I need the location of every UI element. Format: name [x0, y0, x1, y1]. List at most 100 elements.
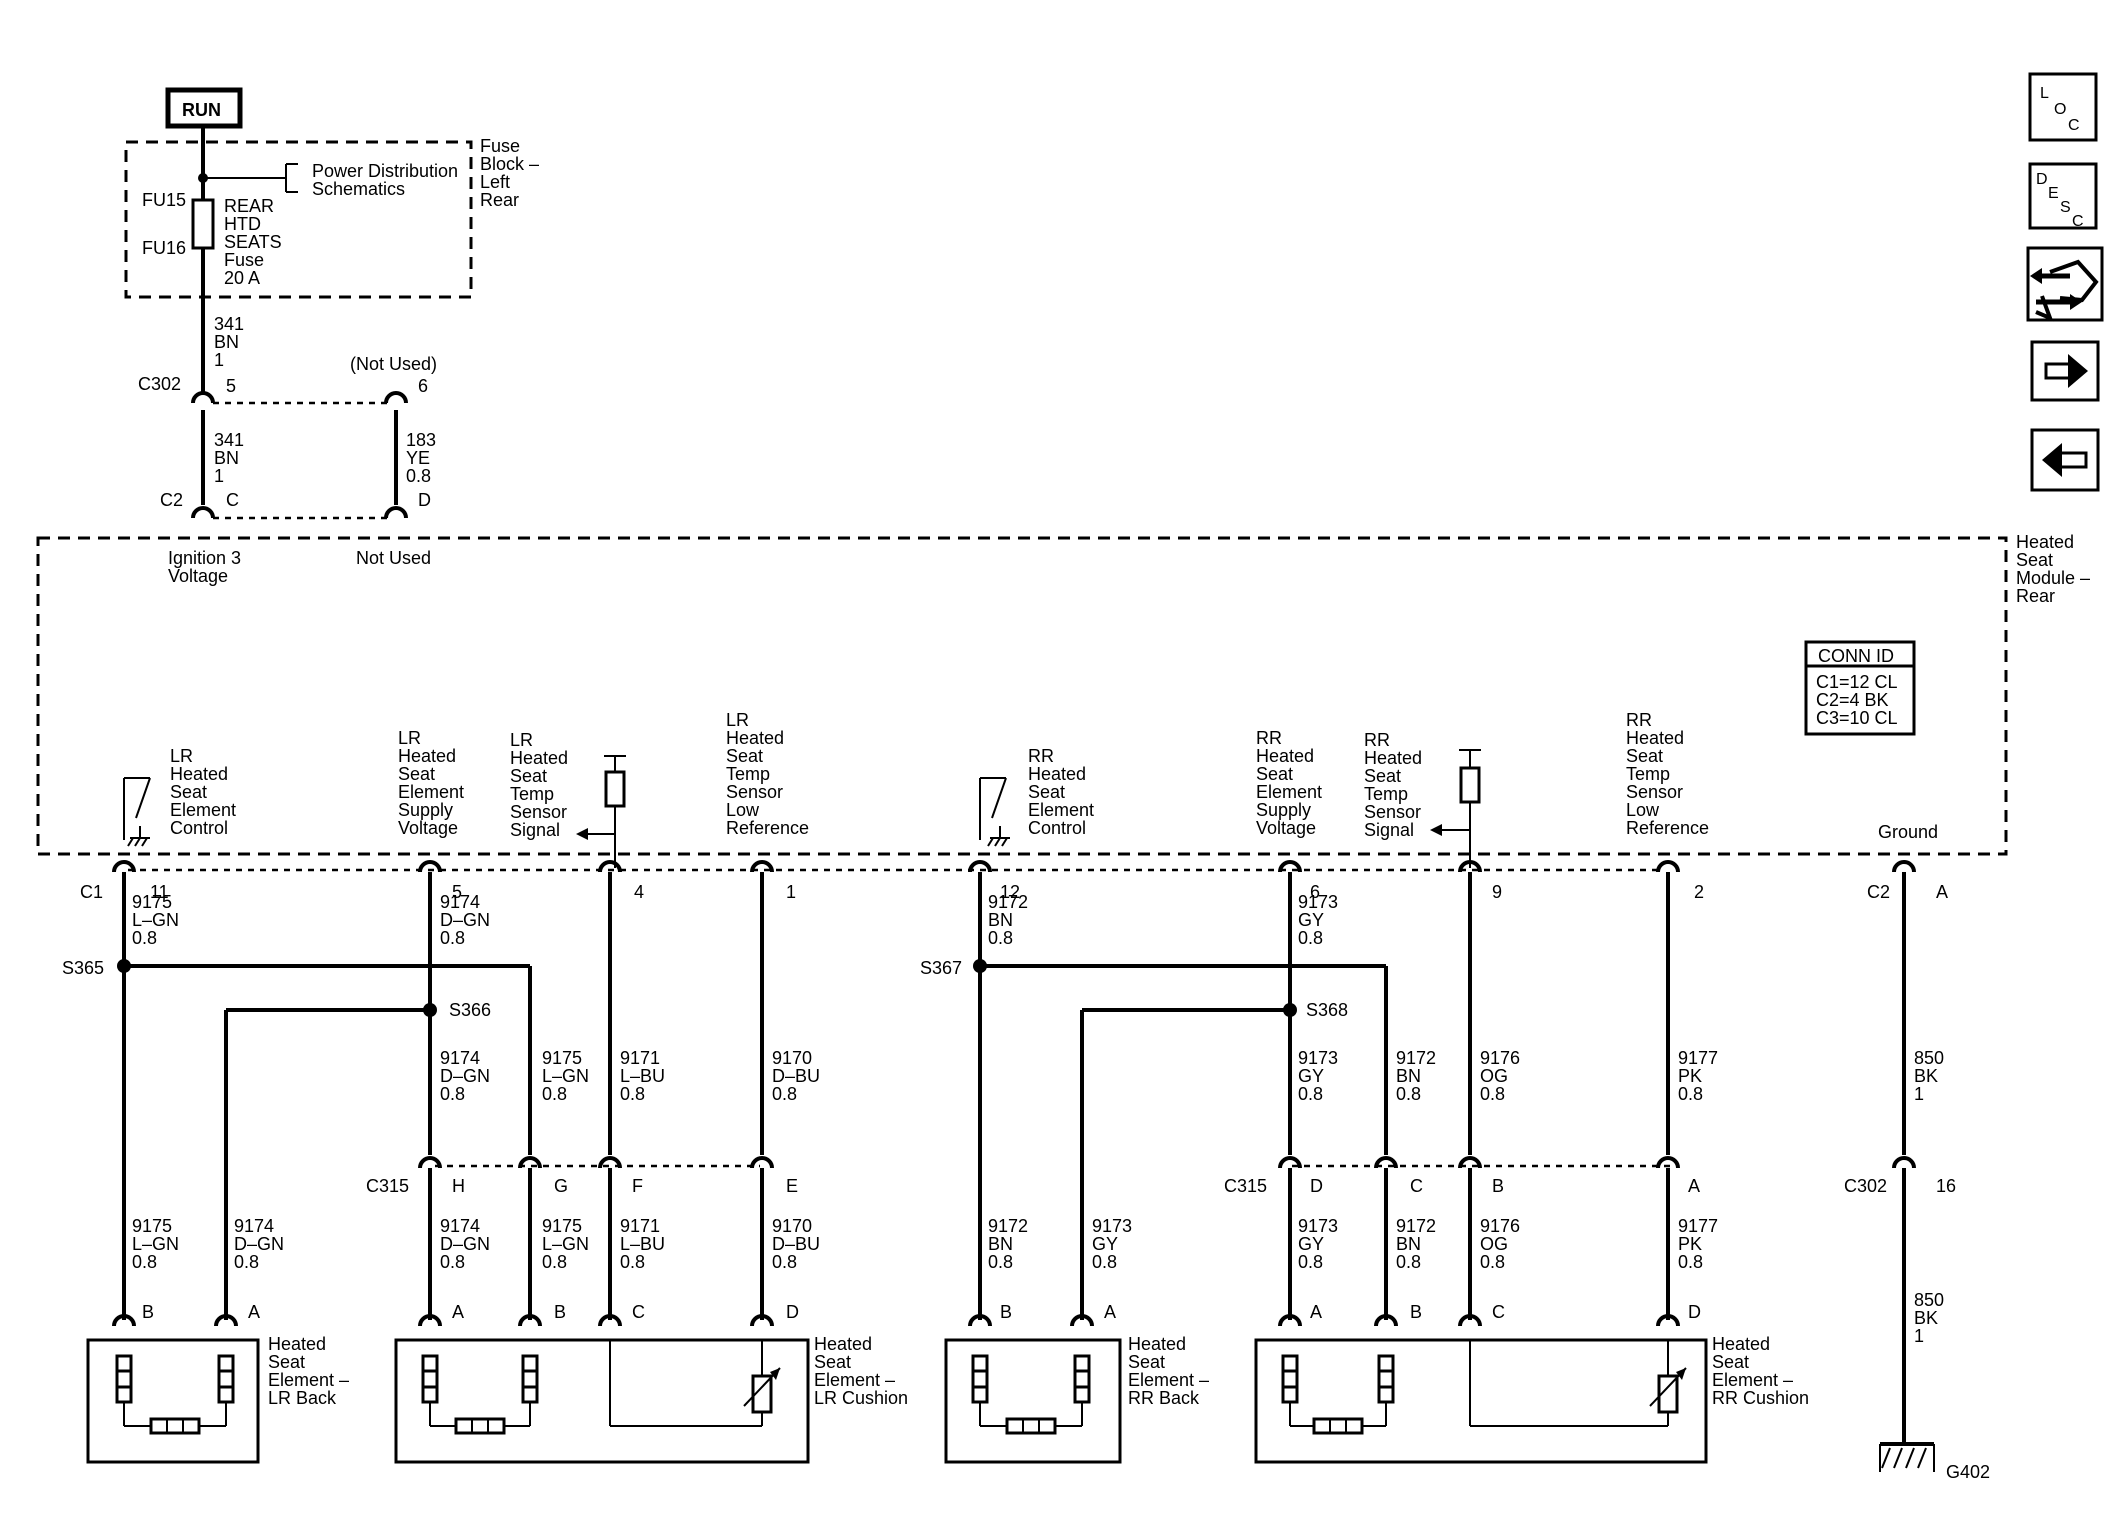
next-page-button[interactable] — [2030, 340, 2100, 402]
connector-terminal-icon — [112, 860, 136, 873]
connector-end-view-icon — [2030, 259, 2099, 322]
splice-dot-icon — [423, 1003, 437, 1017]
heater-resistor-icon — [521, 1354, 539, 1404]
c1-pin-0: 11 — [150, 882, 169, 902]
svg-text:C: C — [2068, 117, 2080, 134]
rr-cush-pin-2: C — [1492, 1302, 1505, 1322]
svg-text:C: C — [2072, 213, 2084, 230]
connector-terminal-icon — [1656, 860, 1680, 873]
svg-text:6: 6 — [418, 376, 428, 396]
not-used-label: (Not Used) — [350, 354, 437, 374]
c1-label: C1 — [80, 882, 103, 902]
connector-terminal-icon — [1656, 1314, 1680, 1327]
fu16-label: FU16 — [142, 238, 186, 258]
lr-pullup-resistor-icon — [576, 755, 626, 868]
lr-cush-pin-2: C — [632, 1302, 645, 1322]
heater-resistor-icon — [971, 1354, 989, 1404]
connector-terminal-icon — [598, 1314, 622, 1327]
desc-button[interactable]: D E S C — [2028, 162, 2098, 230]
c302-bottom-pin: 16 — [1936, 1176, 1956, 1196]
connector-terminal-icon — [1374, 1314, 1398, 1327]
svg-text:E: E — [2048, 185, 2059, 202]
connector-terminal-icon — [112, 1314, 136, 1327]
heater-resistor-icon — [1281, 1354, 1299, 1404]
connector-terminal-icon — [1458, 1156, 1482, 1169]
rr-cush-pin-3: D — [1688, 1302, 1701, 1322]
lr-back-pin-b: B — [142, 1302, 154, 1322]
c1-pin-7: 2 — [1694, 882, 1704, 902]
connector-terminal-icon — [750, 1156, 774, 1169]
connector-terminal-icon — [518, 1156, 542, 1169]
connector-terminal-icon — [518, 1314, 542, 1327]
connector-end-view-button[interactable] — [2026, 246, 2104, 322]
rr-cush-pin-1: B — [1410, 1302, 1422, 1322]
splice-dot-icon — [973, 959, 987, 973]
c315-right-label: C315 — [1224, 1176, 1267, 1196]
arrow-left-icon — [2042, 443, 2088, 477]
connector-terminal-icon — [968, 860, 992, 873]
connector-terminal-icon — [1070, 1314, 1094, 1327]
c315-left-pin-2: F — [632, 1176, 643, 1196]
c315-left-pin-3: E — [786, 1176, 798, 1196]
ground-label: Ground — [1878, 822, 1938, 842]
connector-terminal-icon — [384, 391, 408, 404]
wire-harness — [112, 391, 1916, 1444]
lr-cush-pin-1: B — [554, 1302, 566, 1322]
svg-text:C: C — [226, 490, 239, 510]
splice-dot-icon — [117, 959, 131, 973]
connector-c2-top: C2 C D — [160, 490, 431, 520]
connector-terminal-icon — [191, 391, 215, 404]
connector-terminal-icon — [1278, 860, 1302, 873]
previous-page-button[interactable] — [2030, 428, 2100, 492]
loc-button[interactable]: L O C — [2028, 72, 2098, 142]
heater-resistor-icon — [1377, 1354, 1395, 1404]
connector-terminal-icon — [968, 1314, 992, 1327]
lr-back-pin-a: A — [248, 1302, 260, 1322]
svg-text:O: O — [2054, 101, 2066, 118]
lr-control-switch-icon — [123, 777, 151, 847]
splice-s368-label: S368 — [1306, 1000, 1348, 1020]
fu15-label: FU15 — [142, 190, 186, 210]
connector-c302-top: C302 5 6 (Not Used) — [138, 354, 437, 405]
svg-text:D: D — [2036, 171, 2048, 188]
c1-pin-5: 6 — [1310, 882, 1320, 902]
splice-s366-label: S366 — [449, 1000, 491, 1020]
c315-left-pin-0: H — [452, 1176, 465, 1196]
connector-terminal-icon — [1278, 1156, 1302, 1169]
heater-grid-icon — [1005, 1417, 1057, 1435]
rr-back-element — [944, 1338, 1122, 1464]
rr-cush-pin-0: A — [1310, 1302, 1322, 1322]
connector-terminal-icon — [598, 1156, 622, 1169]
heated-seat-module-rear — [36, 536, 2008, 856]
